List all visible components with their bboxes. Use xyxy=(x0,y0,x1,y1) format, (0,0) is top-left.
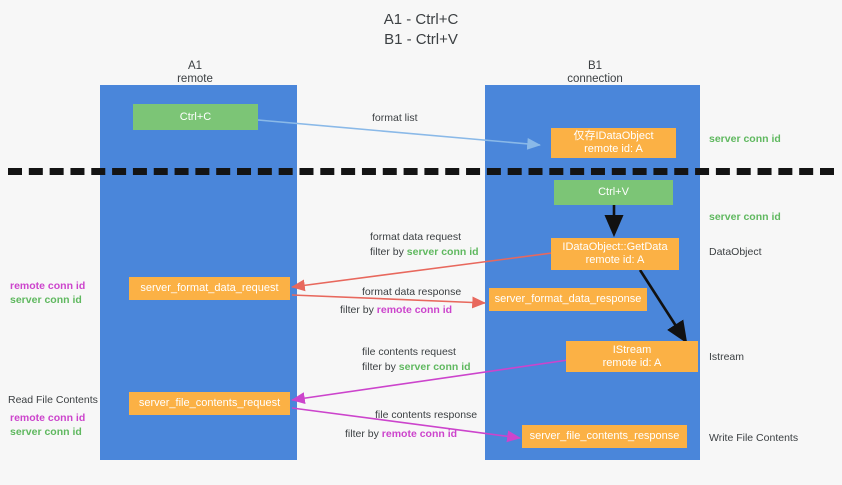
edge-label-file-contents-request-text: file contents request xyxy=(362,346,456,358)
edge-label-format-data-request: format data request filter by server con… xyxy=(370,230,479,260)
note-server-conn-id-1: server conn id xyxy=(10,294,82,306)
arrow-format-list xyxy=(257,119,541,150)
note-dataobject: DataObject xyxy=(709,246,762,258)
note-server-conn-id-mid: server conn id xyxy=(709,211,781,223)
note-istream: Istream xyxy=(709,351,745,363)
arrow-getdata-to-istream xyxy=(638,269,688,344)
box-server-format-data-request[interactable]: server_format_data_request xyxy=(129,277,290,300)
box-server-format-data-response[interactable]: server_format_data_response xyxy=(489,288,647,311)
box-server-file-contents-response[interactable]: server_file_contents_response xyxy=(522,425,687,448)
box-ctrl-v[interactable]: Ctrl+V xyxy=(554,180,673,205)
box-idataobject-getdata[interactable]: IDataObject::GetData remote id: A xyxy=(551,238,679,270)
edge-label-format-data-request-text: format data request xyxy=(370,231,462,243)
edge-label-file-contents-response: file contents response filter by remote … xyxy=(345,408,478,442)
arrow-file-contents-response xyxy=(291,407,521,443)
filter-value-remote-conn-id: remote conn id xyxy=(381,428,458,440)
filter-prefix: filter by xyxy=(362,361,399,373)
edge-label-format-list: format list xyxy=(372,111,418,126)
filter-prefix: filter by xyxy=(370,246,407,258)
edge-label-format-data-response-text: format data response xyxy=(362,286,462,298)
filter-prefix: filter by xyxy=(340,304,377,316)
arrow-format-data-request xyxy=(291,252,553,292)
filter-value-server-conn-id: server conn id xyxy=(398,361,471,373)
note-read-file-contents: Read File Contents xyxy=(8,394,98,406)
edge-label-format-data-response: format data response filter by remote co… xyxy=(340,285,462,318)
filter-value-remote-conn-id: remote conn id xyxy=(376,304,453,316)
box-server-file-contents-request[interactable]: server_file_contents_request xyxy=(129,392,290,415)
box-idataobject-store[interactable]: 仅存IDataObject remote id: A xyxy=(551,128,676,158)
phase-divider xyxy=(8,168,834,175)
note-server-conn-id-top: server conn id xyxy=(709,133,781,145)
edge-label-format-list-text: format list xyxy=(372,112,418,124)
note-write-file-contents: Write File Contents xyxy=(709,432,799,444)
filter-prefix: filter by xyxy=(345,428,382,440)
filter-value-server-conn-id: server conn id xyxy=(406,246,479,258)
edge-filter-file-contents-response: filter by remote conn id xyxy=(345,427,477,442)
box-istream[interactable]: IStream remote id: A xyxy=(566,341,698,372)
note-remote-conn-id-1: remote conn id xyxy=(10,280,86,292)
edge-filter-format-data-response: filter by remote conn id xyxy=(340,303,461,318)
edge-label-file-contents-response-text: file contents response xyxy=(375,409,478,421)
edge-filter-format-data-request: filter by server conn id xyxy=(370,245,479,260)
column-header-b1: B1 connection xyxy=(567,60,623,85)
edge-label-file-contents-request: file contents request filter by server c… xyxy=(362,345,471,375)
arrow-file-contents-request xyxy=(291,359,569,405)
note-server-conn-id-2: server conn id xyxy=(10,426,82,438)
page-title: A1 - Ctrl+C B1 - Ctrl+V xyxy=(383,11,459,48)
note-remote-conn-id-2: remote conn id xyxy=(10,412,86,424)
column-header-a1: A1 remote xyxy=(177,60,213,85)
box-ctrl-c[interactable]: Ctrl+C xyxy=(133,104,258,130)
edge-filter-file-contents-request: filter by server conn id xyxy=(362,360,471,375)
arrow-format-data-response xyxy=(291,294,486,309)
